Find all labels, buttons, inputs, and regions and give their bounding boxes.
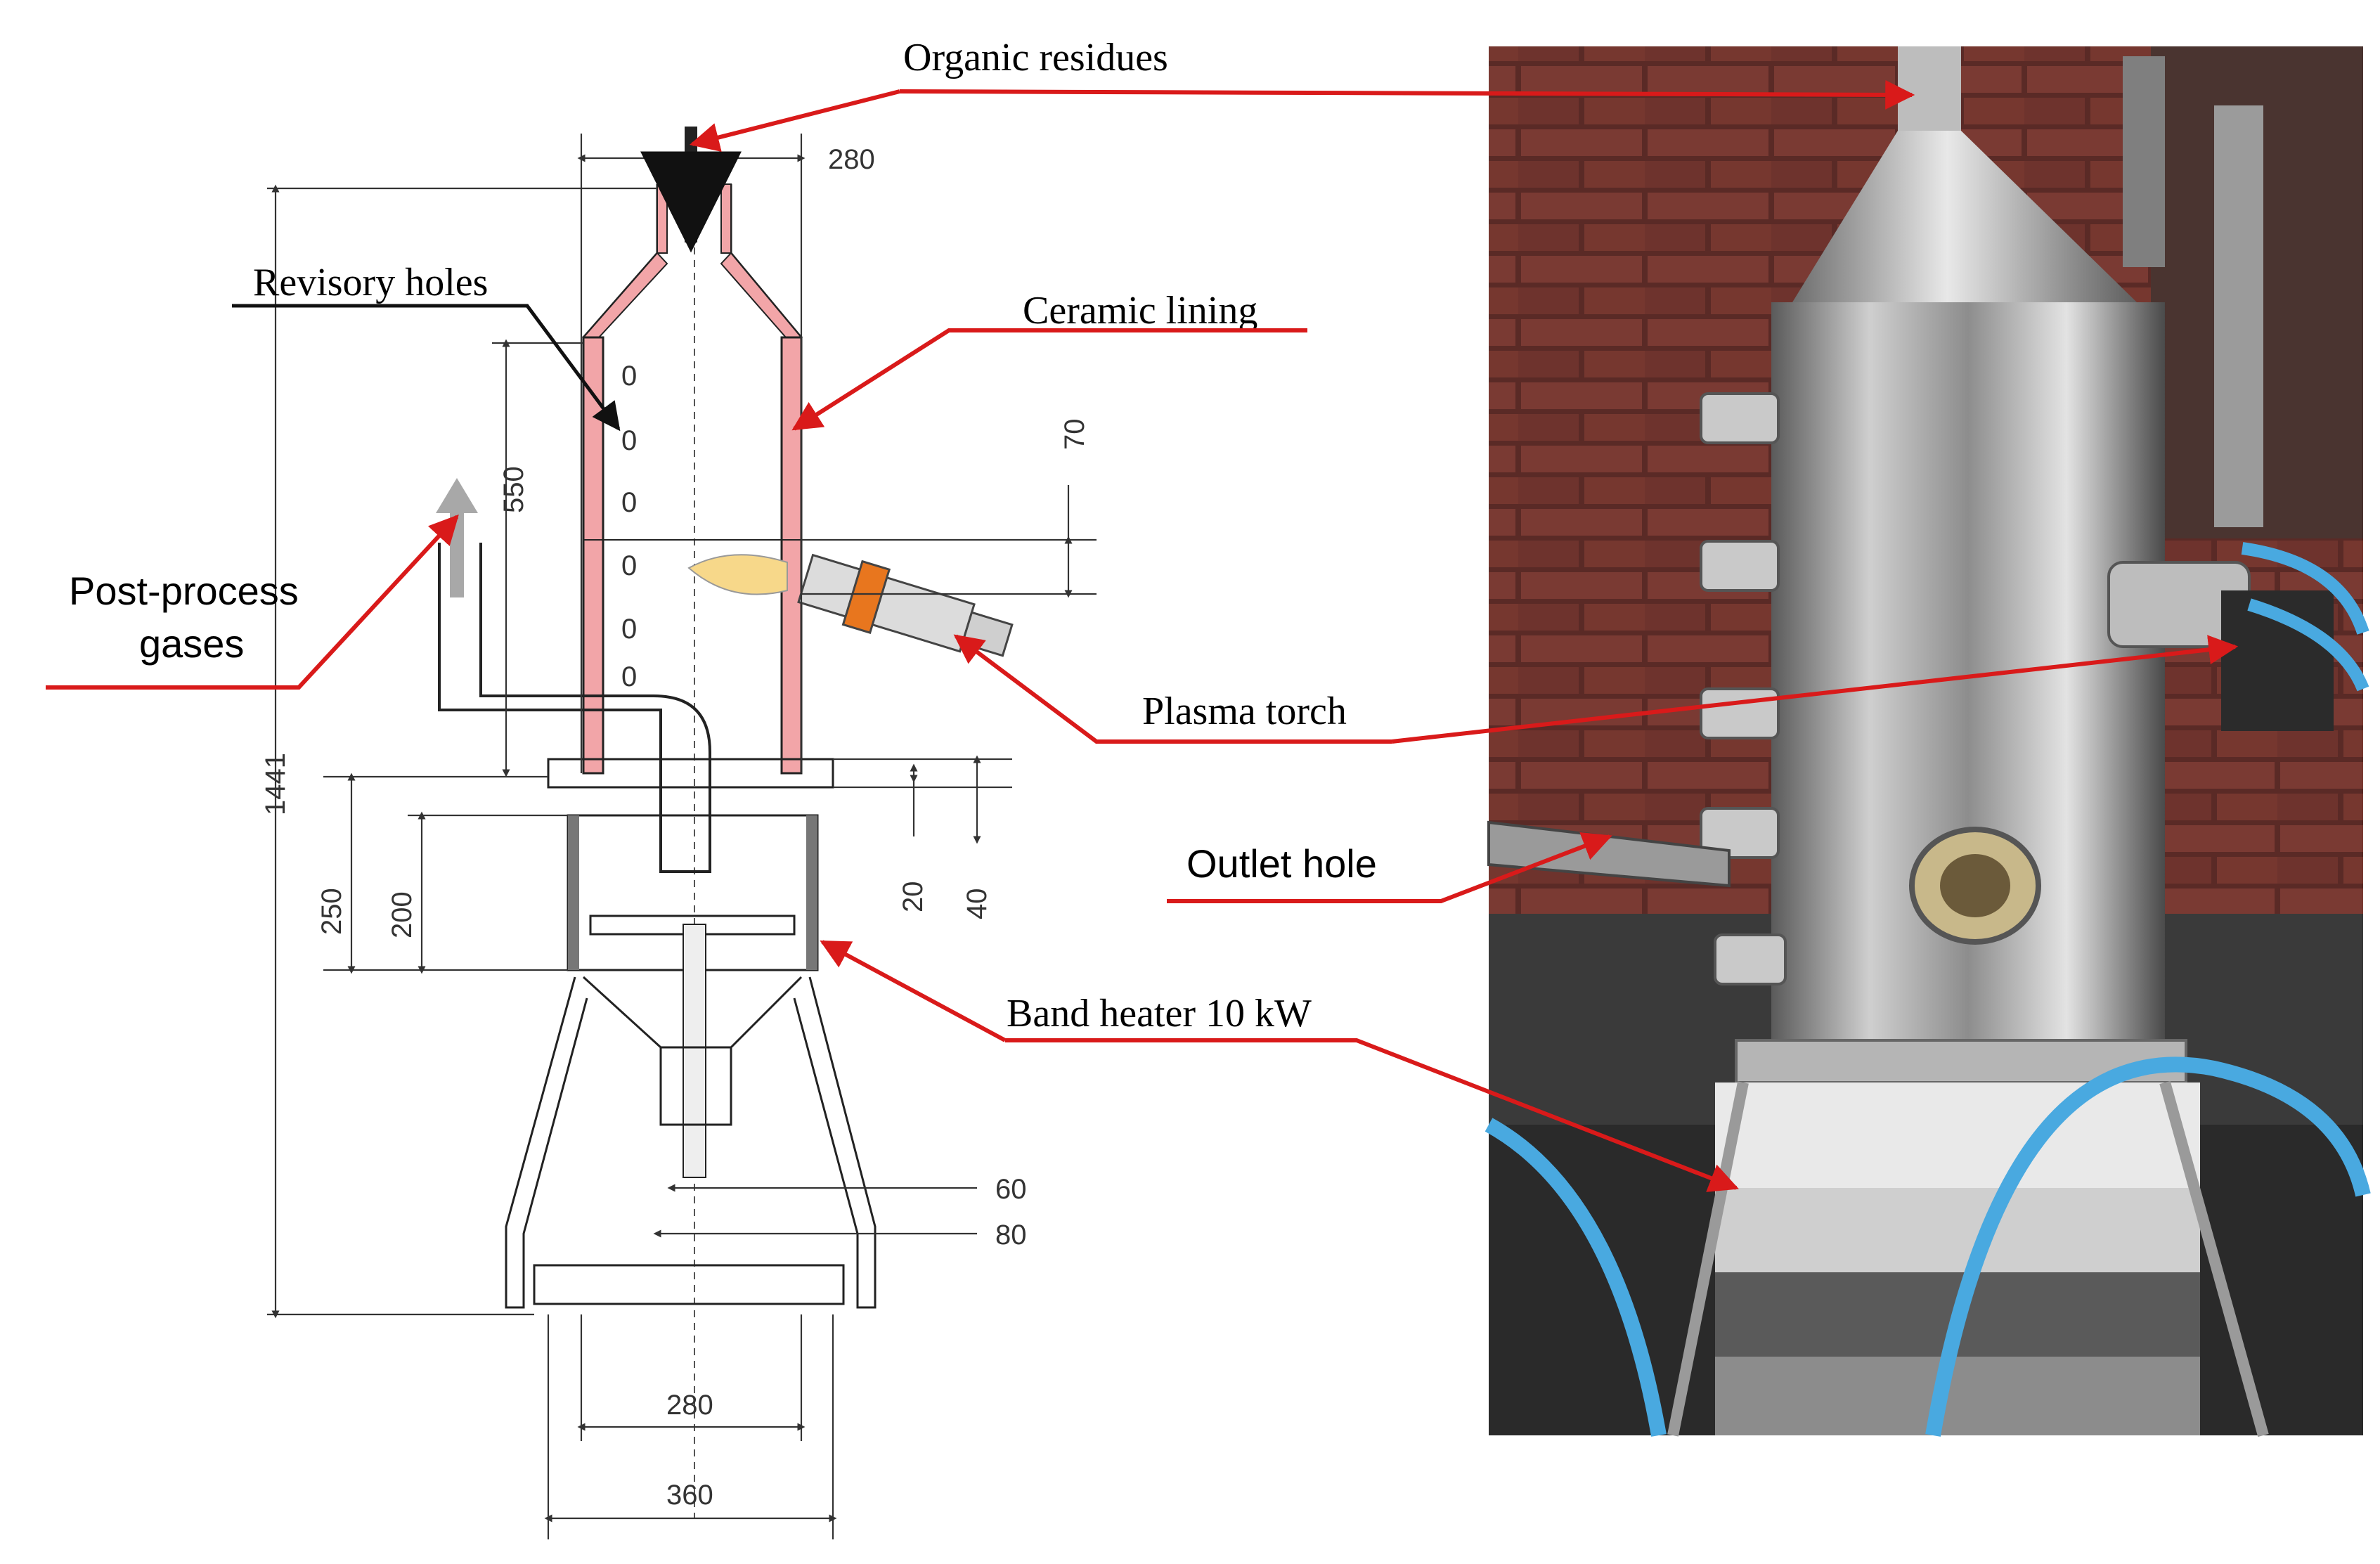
hole-1: 0 [621,361,637,392]
reactor-photo [1485,46,2371,1437]
callout-band-heater-photo [1005,1038,1739,1192]
label-ceramic-lining: Ceramic lining [1023,289,1257,332]
revisory-holes: 0 0 0 0 0 0 [621,361,637,692]
dim-vessel-height: 250 [316,888,347,935]
label-band-heater: Band heater 10 kW [1007,992,1312,1035]
callout-organic-residues-photo [899,79,1915,110]
label-outlet-hole: Outlet hole [1186,841,1377,886]
hole-4: 0 [621,550,637,581]
dim-upper-section: 550 [498,466,529,513]
dim-drain-60: 60 [995,1174,1027,1205]
dim-top-width: 280 [828,144,875,175]
dim-total-height: 1441 [260,753,291,815]
dim-bottom-280: 280 [666,1390,713,1421]
callout-ceramic-lining [791,328,1307,431]
callout-revisory-holes [232,304,621,432]
callout-post-process-gases [46,514,459,690]
dim-flange-20: 20 [898,881,929,913]
dim-inner-height: 200 [387,891,418,938]
label-organic-residues: Organic residues [903,36,1168,79]
label-post-process-line1: Post-process [69,569,299,613]
dim-drain-80: 80 [995,1220,1027,1250]
hole-3: 0 [621,487,637,518]
label-plasma-torch: Plasma torch [1142,690,1347,733]
callout-plasma-torch-photo [1391,635,2239,744]
callout-organic-residues-drawing [689,89,900,153]
label-post-process-line2: gases [139,621,244,666]
label-revisory-holes: Revisory holes [253,261,488,304]
callout-band-heater-drawing [820,940,1007,1042]
dim-bottom-360: 360 [666,1480,713,1511]
callout-outlet-hole [1167,832,1612,903]
dim-torch-offset: 70 [1059,419,1090,451]
hole-2: 0 [621,425,637,456]
plasma-torch-drawing [687,553,1014,657]
hole-5: 0 [621,614,637,645]
technical-drawing: 0 0 0 0 0 0 280 1441 [260,134,1097,1539]
callout-plasma-torch-drawing [953,634,1392,744]
hole-6: 0 [621,661,637,692]
dim-flange-40: 40 [962,888,992,920]
